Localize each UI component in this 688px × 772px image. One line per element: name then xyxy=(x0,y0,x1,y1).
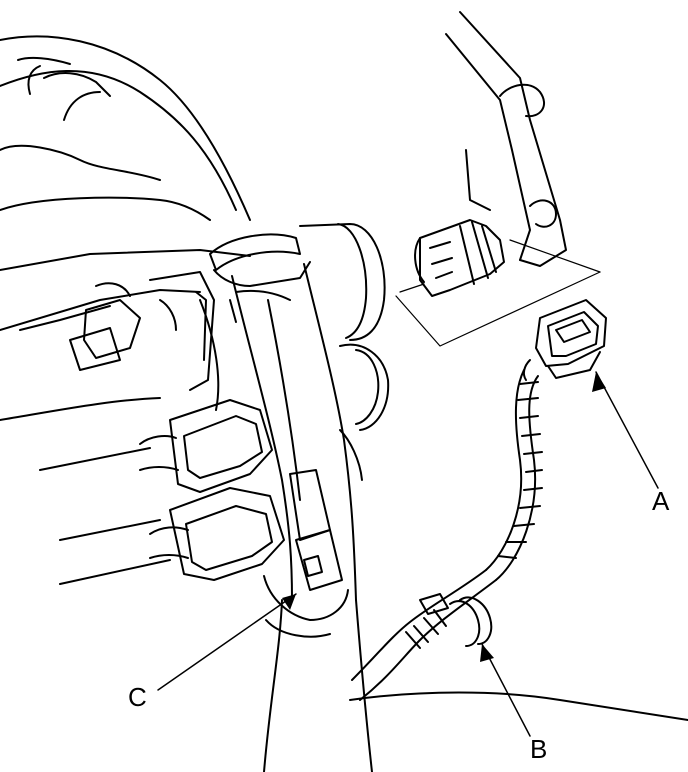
callout-leaders xyxy=(157,371,659,737)
mounting-strap xyxy=(263,469,349,638)
leader-line-b xyxy=(481,643,531,737)
callout-label-b: B xyxy=(530,734,548,764)
upper-hose xyxy=(0,35,251,221)
leader-line-a xyxy=(595,371,659,489)
callout-label-c: C xyxy=(128,682,147,712)
callout-label-a: A xyxy=(652,486,670,516)
callout-arrowheads xyxy=(282,372,606,662)
leader-outline xyxy=(395,239,601,347)
sensor-body xyxy=(414,219,505,297)
small-connectors xyxy=(139,399,285,581)
wire-harness xyxy=(349,369,688,721)
arrowhead-a xyxy=(592,372,606,392)
arrowhead-c xyxy=(282,594,296,610)
arrowhead-b xyxy=(480,644,494,662)
connector-a xyxy=(522,299,607,381)
mounting-bracket xyxy=(445,11,567,267)
harness-grommet xyxy=(419,593,493,647)
hose-clamp xyxy=(209,233,311,323)
engine-block xyxy=(0,249,251,585)
leader-line-c xyxy=(157,593,297,691)
vertical-hose xyxy=(231,263,373,772)
